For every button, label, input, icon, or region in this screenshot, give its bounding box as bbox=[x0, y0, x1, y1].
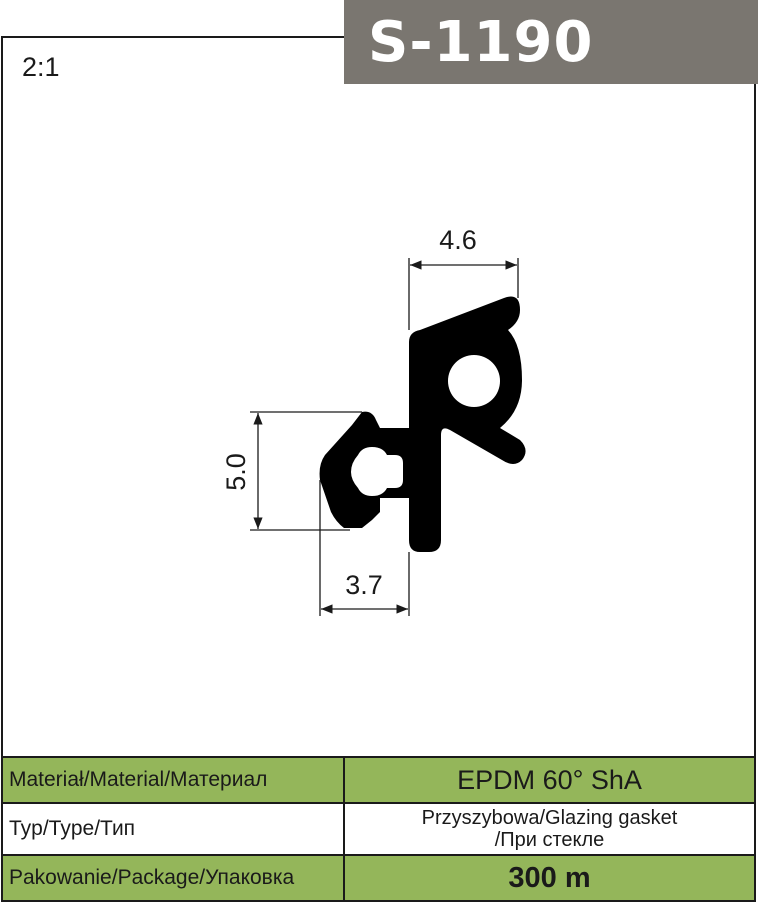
material-label: Materiał/Material/Материал bbox=[1, 756, 345, 804]
spec-row-material: Materiał/Material/Материал EPDM 60° ShA bbox=[1, 756, 756, 804]
type-value: Przyszybowa/Glazing gasket /При стекле bbox=[343, 802, 756, 856]
dimension-height: 5.0 bbox=[221, 411, 362, 531]
type-value-line2: /При стекле bbox=[494, 829, 605, 851]
gasket-profile bbox=[319, 296, 526, 552]
dimension-top-width: 4.6 bbox=[408, 225, 519, 330]
spec-row-package: Pakowanie/Package/Упаковка 300 m bbox=[1, 854, 756, 902]
product-code: S-1190 bbox=[368, 9, 594, 75]
material-value: EPDM 60° ShA bbox=[343, 756, 756, 804]
spec-row-type: Typ/Type/Тип Przyszybowa/Glazing gasket … bbox=[1, 802, 756, 856]
type-value-line1: Przyszybowa/Glazing gasket bbox=[421, 807, 678, 829]
type-label: Typ/Type/Тип bbox=[1, 802, 345, 856]
top-width-label: 4.6 bbox=[439, 225, 477, 255]
height-label: 5.0 bbox=[221, 453, 251, 491]
scale-label: 2:1 bbox=[22, 52, 60, 82]
package-label: Pakowanie/Package/Упаковка bbox=[1, 854, 345, 902]
spec-table: Materiał/Material/Материал EPDM 60° ShA … bbox=[1, 756, 756, 902]
product-code-banner: S-1190 bbox=[344, 0, 758, 84]
bottom-width-label: 3.7 bbox=[345, 570, 383, 600]
package-value: 300 m bbox=[343, 854, 756, 902]
dimension-bottom-width: 3.7 bbox=[319, 480, 410, 616]
